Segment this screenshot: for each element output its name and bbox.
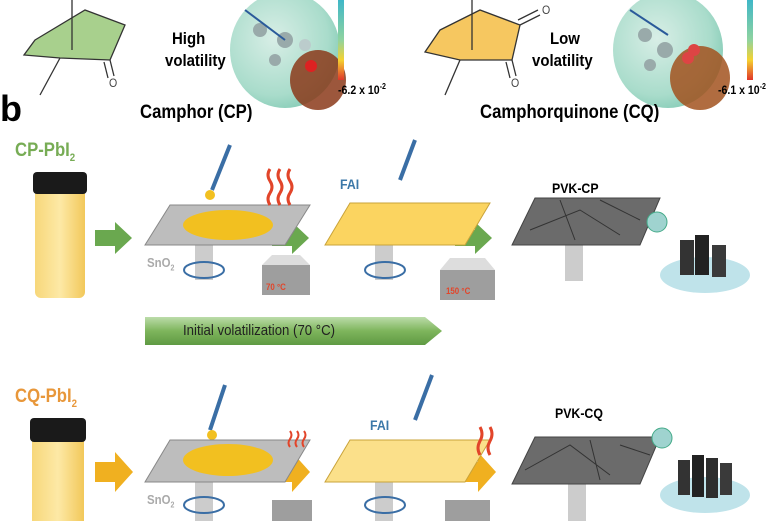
cp-pbi2-vial xyxy=(33,172,87,298)
hotplate-70 xyxy=(262,255,310,295)
cq-volatility-label-1: Low xyxy=(550,29,580,48)
carbonyl-o-cq-1: O xyxy=(542,3,551,17)
esp-colorbar-cp xyxy=(338,0,344,80)
camphorquinone-structure xyxy=(423,0,541,96)
carbonyl-o-cq-2: O xyxy=(511,76,520,90)
temp-150-label: 150 °C xyxy=(446,286,471,296)
camphorquinone-esp-surface xyxy=(613,0,730,110)
carbonyl-o-cp: O xyxy=(109,76,118,90)
heat-waves-cp xyxy=(266,168,294,206)
spin-coater-sno2-cq xyxy=(144,439,311,521)
cp-volatility-label-2: volatility xyxy=(165,51,226,70)
heat-waves-cq xyxy=(476,426,494,456)
pipettes xyxy=(208,139,434,431)
hotplate-cq-1 xyxy=(272,500,312,521)
fai-label-cq: FAI xyxy=(370,417,390,433)
esp-min-cp: -6.2 x 10-2 xyxy=(338,82,386,97)
temp-70-label: 70 °C xyxy=(266,282,286,292)
cq-pbi2-vial xyxy=(30,418,86,521)
esp-min-cq: -6.1 x 10-2 xyxy=(718,82,766,97)
pvk-cq-film xyxy=(511,436,661,521)
pvk-cp-label: PVK-CP xyxy=(552,180,599,196)
initial-volatilization-banner xyxy=(145,317,442,345)
cq-volatility-label-2: volatility xyxy=(532,51,593,70)
pvk-cq-crystals xyxy=(651,427,750,513)
hotplate-150 xyxy=(440,258,495,300)
heat-waves-cq-small xyxy=(287,430,307,448)
panel-label-b: b xyxy=(0,88,22,129)
sno2-label-cp: SnO2 xyxy=(147,255,175,273)
cp-pbi2-label: CP-PbI2 xyxy=(15,140,76,164)
fai-label-cp: FAI xyxy=(340,176,360,192)
pvk-cp-film xyxy=(511,197,661,281)
camphor-esp-surface xyxy=(230,0,346,110)
pvk-cp-crystals xyxy=(646,211,750,293)
process-arrows-cp xyxy=(95,222,492,254)
spin-coater-fai-cp xyxy=(324,202,491,280)
esp-colorbar-cq xyxy=(747,0,753,80)
column-title-camphorquinone: Camphorquinone (CQ) xyxy=(480,102,660,123)
column-title-camphor: Camphor (CP) xyxy=(140,102,253,123)
camphor-structure xyxy=(22,0,126,96)
spin-coater-fai-cq xyxy=(324,439,491,521)
spin-coater-sno2-cp xyxy=(144,204,311,280)
pvk-cq-label: PVK-CQ xyxy=(555,405,603,421)
sno2-label-cq: SnO2 xyxy=(147,492,175,510)
hotplate-cq-2 xyxy=(445,500,490,521)
initial-volatilization-text: Initial volatilization (70 °C) xyxy=(183,322,336,339)
cq-pbi2-label: CQ-PbI2 xyxy=(15,386,78,410)
cp-volatility-label-1: High xyxy=(172,29,206,48)
